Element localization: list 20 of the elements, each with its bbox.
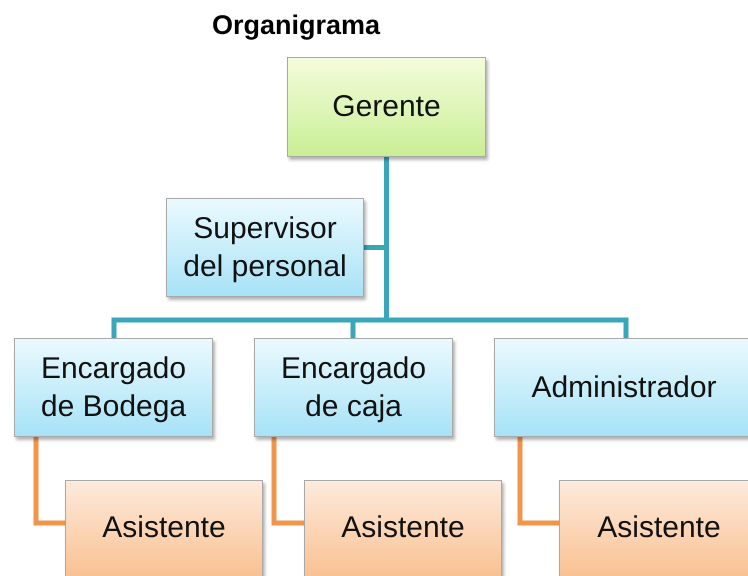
role-label: Encargado de Bodega: [40, 351, 188, 424]
role-label: Asistente: [340, 510, 466, 546]
org-box: [287, 57, 486, 157]
role-label: Supervisor del personal: [182, 211, 348, 284]
connector-line: [34, 437, 65, 526]
diagram-title: Organigrama: [210, 10, 382, 41]
connector-line: [272, 437, 304, 526]
org-box: [65, 480, 263, 576]
role-label: Administrador: [530, 370, 718, 406]
org-box: [559, 480, 748, 576]
connector-line: [518, 437, 559, 526]
org-box: [254, 338, 453, 437]
org-box: [166, 198, 364, 297]
role-label: Asistente: [596, 510, 722, 546]
role-label: Gerente: [331, 89, 442, 126]
role-label: Encargado de caja: [280, 351, 428, 424]
org-box: [14, 338, 213, 437]
org-box: [304, 480, 502, 576]
role-label: Asistente: [101, 510, 227, 546]
org-box: [494, 338, 748, 437]
